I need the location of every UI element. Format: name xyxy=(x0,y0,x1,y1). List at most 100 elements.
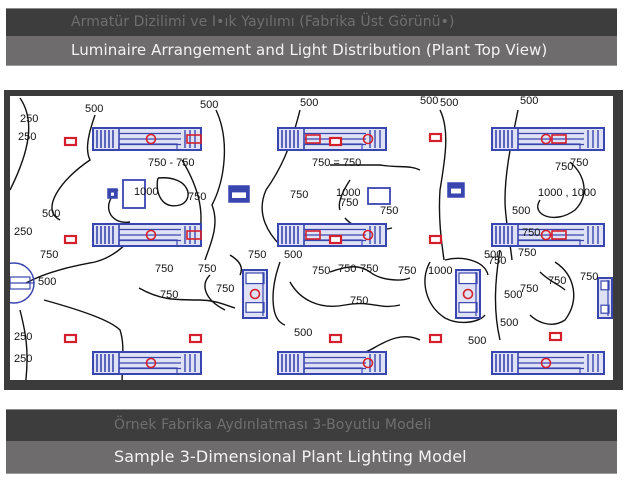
isolux-label: 1000 xyxy=(428,265,452,277)
isolux-label: 750 xyxy=(520,283,538,295)
isolux-label: 750 xyxy=(522,227,540,239)
isolux-line xyxy=(19,309,28,380)
isolux-label: 750 xyxy=(312,265,330,277)
machine-panel xyxy=(458,272,478,285)
isolux-label: 500 xyxy=(484,249,502,261)
isolux-label: 750 xyxy=(488,255,506,267)
isolux-label: 750 xyxy=(518,247,536,259)
isolux-label: 500 xyxy=(284,249,302,261)
luminaire xyxy=(328,136,343,147)
luminaire xyxy=(63,333,78,344)
isolux-line xyxy=(204,109,226,261)
isolux-line xyxy=(330,164,421,171)
equipment-window xyxy=(451,188,461,194)
isolux-label: 500 xyxy=(38,276,56,288)
header-title-tr-text: Armatür Dizilimi ve I•ık Yayılımı (Fabri… xyxy=(71,14,455,30)
isolux-line xyxy=(424,261,486,324)
isolux-label: 750 xyxy=(40,249,58,261)
isolux-label: 750 xyxy=(198,263,216,275)
plant-plan-frame: 250 250 500 500 500 500 500 750 - 750 750 1000 500… xyxy=(4,90,623,390)
equipment-window xyxy=(111,192,114,196)
luminaire-box xyxy=(551,134,567,144)
isolux-line xyxy=(539,271,566,291)
footer-title-tr: Örnek Fabrika Aydınlatması 3-Boyutlu Mod… xyxy=(6,409,617,441)
equipment-window xyxy=(232,192,246,198)
luminaire xyxy=(428,333,443,344)
isolux-line xyxy=(444,257,489,276)
isolux-line xyxy=(10,97,30,191)
luminaire-box xyxy=(305,230,321,240)
isolux-label: 750 = 750 xyxy=(312,157,361,169)
isolux-line xyxy=(156,177,189,207)
isolux-label: 500 xyxy=(500,317,518,329)
isolux-line xyxy=(289,281,401,308)
isolux-line xyxy=(338,179,351,211)
isolux-label: 250 xyxy=(14,353,32,365)
luminaire xyxy=(428,234,443,245)
luminaire xyxy=(328,333,343,344)
luminaire-circle xyxy=(145,229,157,241)
isolux-label: 750 xyxy=(248,249,266,261)
isolux-label: 750 xyxy=(216,283,234,295)
isolux-label: 750 - 750 xyxy=(148,157,194,169)
equipment-box xyxy=(447,182,465,198)
luminaire-circle xyxy=(362,133,374,145)
machine-base xyxy=(517,239,581,247)
isolux-label: 500 xyxy=(85,103,103,115)
luminaire-box xyxy=(186,230,202,240)
machine-vertical xyxy=(242,269,268,319)
machine-panel xyxy=(600,280,610,291)
isolux-label: 750 xyxy=(155,263,173,275)
machine-vertical xyxy=(455,269,481,319)
machine-panel xyxy=(245,272,265,285)
isolux-label: 250 xyxy=(20,113,38,125)
isolux-line xyxy=(229,254,242,276)
header-title-tr: Armatür Dizilimi ve I•ık Yayılımı (Fabri… xyxy=(6,8,617,36)
isolux-label: 1000 , 1000 xyxy=(538,187,596,199)
luminaire-box xyxy=(186,134,202,144)
isolux-label: 500 xyxy=(504,289,522,301)
luminaire xyxy=(63,136,78,147)
isolux-line xyxy=(25,239,131,284)
header-title-en-text: Luminaire Arrangement and Light Distribu… xyxy=(71,41,548,59)
machine xyxy=(491,127,605,151)
equipment-outline xyxy=(122,179,146,209)
isolux-label: 750 xyxy=(380,205,398,217)
isolux-label: 750 xyxy=(360,263,378,275)
equipment-box xyxy=(107,188,118,199)
luminaire-circle xyxy=(540,229,552,241)
machine xyxy=(491,223,605,247)
machine-base xyxy=(517,143,581,151)
isolux-label: 750 xyxy=(160,289,178,301)
header-title-en: Luminaire Arrangement and Light Distribu… xyxy=(6,36,617,66)
header-banner: Armatür Dizilimi ve I•ık Yayılımı (Fabri… xyxy=(6,8,617,66)
luminaire-circle xyxy=(362,357,374,369)
isolux-label: 500 xyxy=(200,99,218,111)
isolux-label: 750 xyxy=(188,191,206,203)
isolux-label: 750 xyxy=(340,197,358,209)
machine-panel xyxy=(458,302,478,313)
luminaire xyxy=(328,234,343,245)
isolux-line xyxy=(537,161,585,219)
machine xyxy=(277,351,387,375)
luminaire-circle xyxy=(145,357,157,369)
isolux-label: 750 xyxy=(338,263,356,275)
isolux-label: 1000 xyxy=(134,186,158,198)
isolux-label: 750 xyxy=(398,265,416,277)
isolux-labels: 250 250 500 500 500 500 500 750 - 750 750 1000 500… xyxy=(14,96,598,365)
isolux-line xyxy=(494,249,501,341)
isolux-label: 500 xyxy=(42,208,60,220)
isolux-label: 750 xyxy=(290,189,308,201)
isolux-line xyxy=(529,261,575,325)
luminaire xyxy=(548,331,563,342)
machine-panel xyxy=(245,302,265,313)
isolux-line xyxy=(329,266,411,281)
luminaire-box xyxy=(551,230,567,240)
isolux-line xyxy=(51,114,96,221)
isolux-label: 250 xyxy=(14,226,32,238)
isolux-label: 500 xyxy=(512,205,530,217)
isolux-label: 750 xyxy=(580,271,598,283)
isolux-label: 500 xyxy=(420,96,438,107)
luminaire-circle xyxy=(249,288,261,300)
equipment-box xyxy=(228,185,250,203)
